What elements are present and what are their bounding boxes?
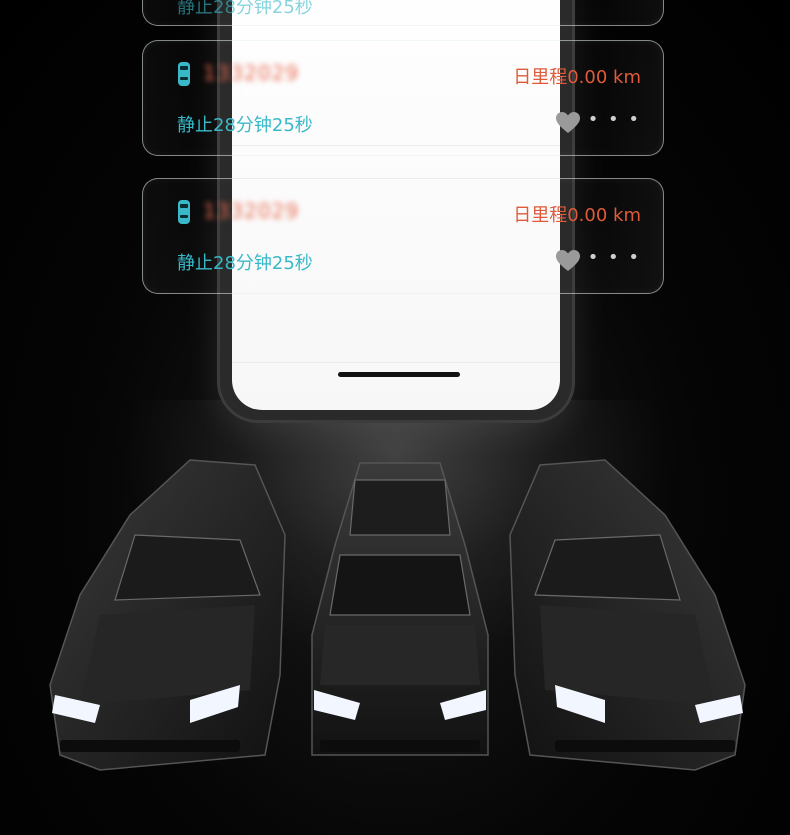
car-right xyxy=(509,459,746,771)
vehicle-card[interactable]: 1332029 日里程0.00 km 静止28分钟25秒 • • • xyxy=(142,178,664,294)
vehicle-plate: 1332029 xyxy=(203,61,300,85)
daily-mileage: 日里程0.00 km xyxy=(513,205,641,226)
heart-icon[interactable] xyxy=(555,249,581,273)
more-dots-icon[interactable]: • • • xyxy=(587,109,641,130)
vehicle-plate: 1332029 xyxy=(203,199,300,223)
car-icon xyxy=(178,200,190,224)
phone-mockup xyxy=(220,0,572,420)
vehicle-status: 静止28分钟25秒 xyxy=(177,253,313,274)
list-divider xyxy=(232,145,560,146)
more-dots-icon[interactable]: • • • xyxy=(587,247,641,268)
vehicle-status: 静止28分钟25秒 xyxy=(177,115,313,136)
vehicle-card[interactable]: 1332029 日里程0.00 km 静止28分钟25秒 • • • xyxy=(142,40,664,156)
vehicle-card-partial[interactable]: 静止28分钟25秒 xyxy=(142,0,664,26)
home-indicator xyxy=(338,372,460,377)
car-icon xyxy=(178,62,190,86)
vehicle-status: 静止28分钟25秒 xyxy=(177,0,313,18)
phone-screen xyxy=(232,0,560,410)
car-center xyxy=(311,462,489,756)
car-left xyxy=(49,459,286,771)
heart-icon[interactable] xyxy=(555,111,581,135)
list-divider xyxy=(232,362,560,363)
daily-mileage: 日里程0.00 km xyxy=(513,67,641,88)
